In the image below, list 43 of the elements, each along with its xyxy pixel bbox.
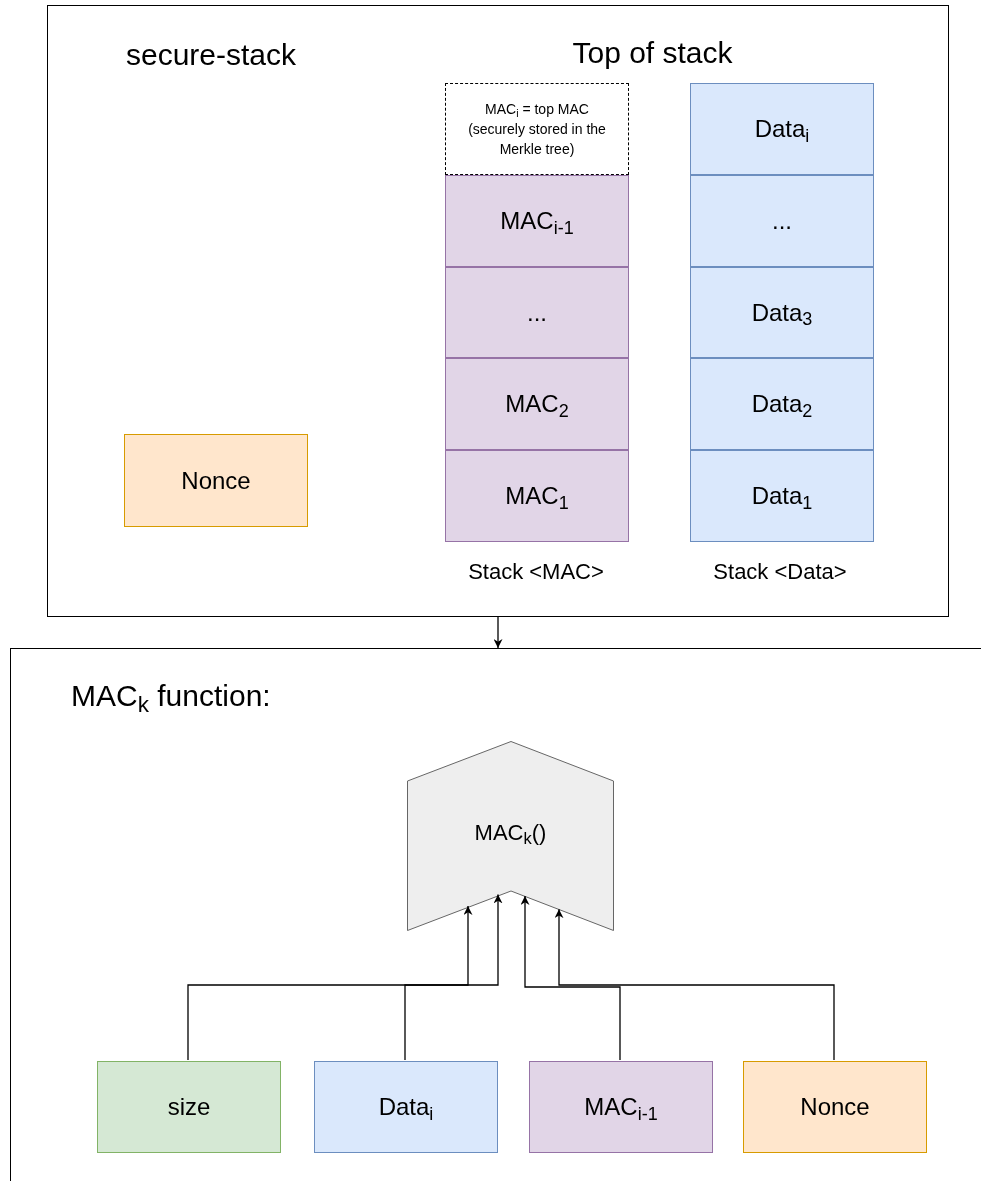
arrow <box>493 616 503 649</box>
stack-cell <box>445 267 629 358</box>
stack-cell <box>445 450 629 542</box>
arrow <box>554 908 835 1061</box>
box-label: Data$_{2}$ <box>751 389 813 422</box>
function-block <box>407 741 614 931</box>
heading: Top of stack <box>572 36 733 69</box>
stack-cell <box>445 175 629 267</box>
container-box <box>10 648 981 1181</box>
input-box <box>314 1061 498 1153</box>
box-label: Nonce <box>800 1092 870 1122</box>
box-label: Data$_{3}$ <box>751 297 813 331</box>
input-box <box>743 1061 927 1153</box>
stack-cell <box>690 358 874 450</box>
stack-caption: Stack <Data> <box>713 559 847 584</box>
stack-cell <box>690 267 874 358</box>
input-box <box>529 1061 713 1153</box>
box-label: ... <box>772 206 792 236</box>
box-label: ... <box>527 297 547 328</box>
box-label: MAC$_{1}$ <box>505 481 569 514</box>
section-title: secure-stack <box>126 37 297 73</box>
box-label: MAC$_{i-1}$ <box>584 1092 658 1125</box>
stack-cell <box>690 83 874 175</box>
stack-caption: Stack <MAC> <box>468 559 604 584</box>
arrow <box>187 905 473 1061</box>
stack-cell <box>690 175 874 267</box>
box-label: MAC$_{i-1}$ <box>500 206 574 239</box>
box-label: Nonce <box>181 465 251 496</box>
box-label: Data$_{1}$ <box>751 481 813 514</box>
box-label: MAC$_{i}$ = top MAC (securely stored in the Merkle tree) <box>468 100 606 159</box>
box-label: Data$_{i}$ <box>378 1092 434 1125</box>
input-box <box>97 1061 281 1153</box>
arrow <box>520 895 621 1061</box>
stack-cell <box>445 358 629 450</box>
arrow <box>404 893 503 1061</box>
box-label: MAC$_{2}$ <box>505 389 569 422</box>
box-label: size <box>167 1092 211 1122</box>
nonce-box <box>124 434 308 527</box>
function-label: MAC$_{k}$() <box>474 819 547 849</box>
stack-cell <box>690 450 874 542</box>
box-label: Data$_{i}$ <box>754 114 810 147</box>
container-box <box>47 5 949 617</box>
section-title: MAC$_{k}$ function: <box>71 678 271 718</box>
